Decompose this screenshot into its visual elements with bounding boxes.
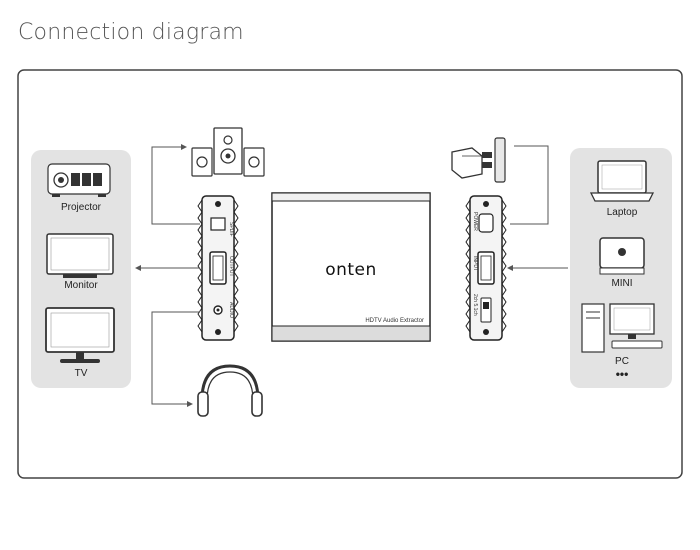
extractor-input-side: POWER INPUT 2ch 5.1ch [465, 195, 507, 341]
speakers-icon [191, 127, 265, 177]
laptop-icon [589, 160, 655, 202]
monitor-icon [46, 233, 114, 278]
projector-icon [47, 163, 111, 197]
power-port-label: POWER [472, 212, 478, 231]
input-port-label: INPUT [472, 256, 478, 271]
page-title: Connection diagram [18, 20, 244, 45]
output-port-label: OUTPUT [228, 256, 234, 277]
mac-mini-icon [599, 237, 645, 275]
extractor-output-side: SPDIF OUTPUT AUDIO [197, 195, 239, 341]
tv-label: TV [75, 368, 88, 379]
brand-logo: onten [325, 260, 377, 280]
power-adapter-icon [451, 137, 506, 183]
projector-label: Projector [61, 202, 102, 213]
pc-label: PC [615, 356, 629, 367]
more-devices-indicator: ••• [616, 367, 629, 381]
power-adapter-line [510, 145, 549, 225]
spdif-to-speakers-line [151, 144, 200, 225]
extractor-body: onten HDTV Audio Extractor [271, 192, 431, 342]
tv-icon [45, 307, 115, 363]
laptop-label: Laptop [607, 207, 638, 218]
spdif-port-label: SPDIF [228, 222, 234, 237]
audio-to-headphones-line [151, 311, 200, 407]
monitor-label: Monitor [64, 280, 98, 291]
headphones-icon [197, 364, 263, 417]
mini-label: MINI [611, 278, 632, 289]
pc-icon [581, 303, 663, 353]
product-name: HDTV Audio Extractor [365, 318, 424, 324]
connection-lines [135, 144, 568, 407]
audio-port-label: AUDIO [228, 302, 234, 318]
switch-label: 2ch 5.1ch [472, 294, 478, 316]
